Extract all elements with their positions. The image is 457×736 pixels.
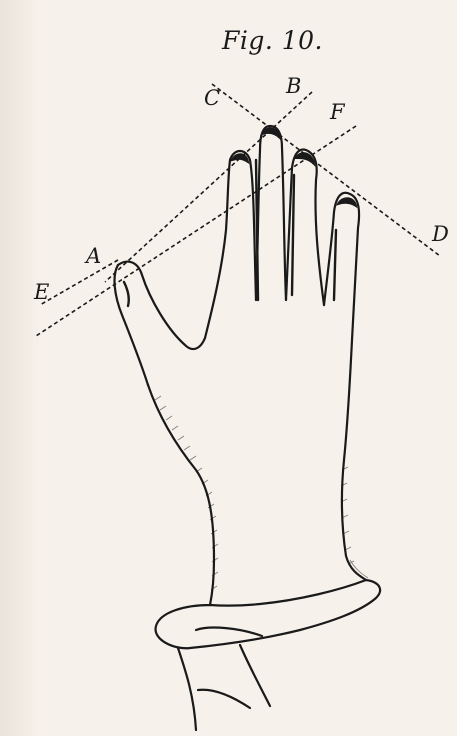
arm-inner (198, 690, 250, 708)
ring-finger-crease (292, 175, 294, 295)
thumb-nail (124, 282, 129, 306)
little-fingernail (338, 198, 356, 206)
line-a-e-lower (40, 260, 118, 305)
line-c-d (212, 84, 440, 256)
middle-finger-outline (256, 126, 286, 300)
label-c: C (204, 86, 220, 110)
label-b: B (286, 74, 301, 98)
index-finger-outline (205, 151, 256, 338)
line-b-a (105, 92, 312, 282)
index-fingernail (232, 154, 248, 162)
cuff-fold (196, 628, 262, 636)
label-d: D (432, 222, 449, 246)
palm-left-edge (148, 385, 214, 605)
cuff-outline (156, 580, 381, 648)
arm-left (178, 648, 196, 730)
little-finger-outline (324, 193, 359, 340)
little-finger-crease (334, 230, 336, 300)
label-e: E (34, 280, 49, 304)
palm-shading-1 (155, 396, 218, 590)
thumb-underside (115, 265, 148, 385)
palm-right-edge (342, 340, 366, 580)
label-a: A (86, 244, 101, 268)
label-f: F (330, 100, 345, 124)
arm-right (240, 645, 270, 706)
